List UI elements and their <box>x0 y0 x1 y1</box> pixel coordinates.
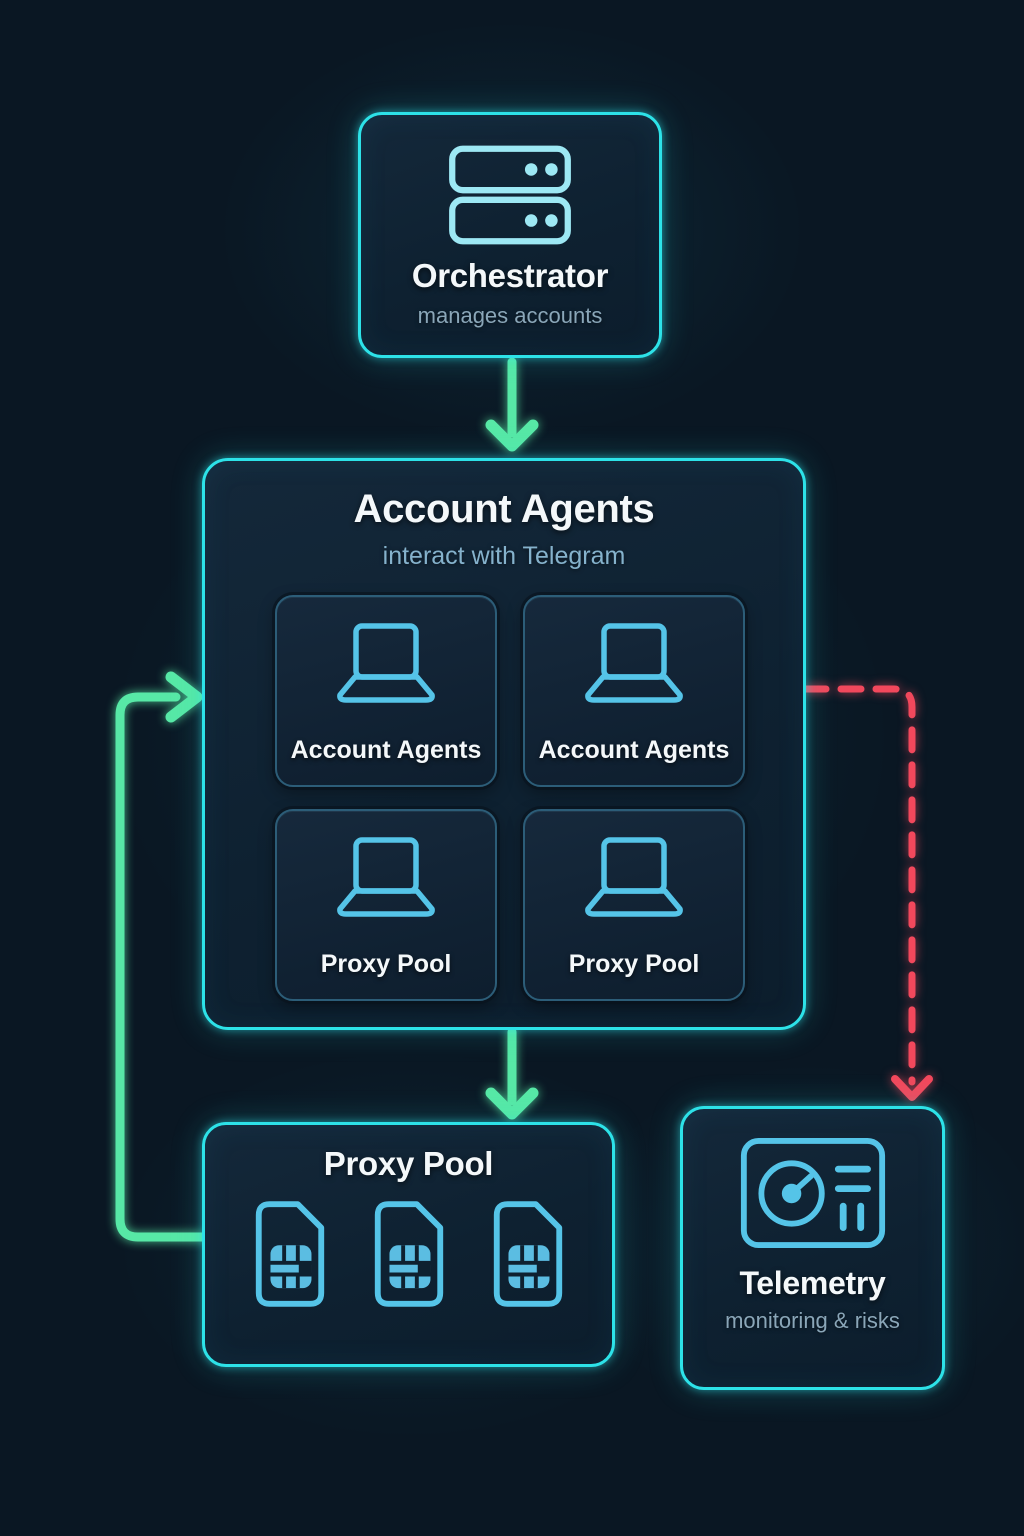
telemetry-node: Telemetry monitoring & risks <box>680 1106 945 1390</box>
proxy-pool-title: Proxy Pool <box>323 1145 494 1182</box>
agent-card-grid: Account Agents Account Agents Proxy Pool… <box>275 595 745 1001</box>
gauge-dashboard-icon <box>740 1137 885 1249</box>
arrow-proxy-pool-to-account-agents-feedback <box>115 671 207 1242</box>
laptop-icon <box>337 837 435 917</box>
agent-card-3: Proxy Pool <box>275 809 497 1001</box>
orchestrator-subtitle: manages accounts <box>417 303 603 328</box>
telemetry-title: Telemetry <box>739 1265 886 1301</box>
laptop-icon <box>585 837 683 917</box>
sim-card-icon <box>255 1201 324 1307</box>
agent-card-2: Account Agents <box>523 595 745 787</box>
agent-card-label: Account Agents <box>538 736 730 764</box>
agent-card-4: Proxy Pool <box>523 809 745 1001</box>
arrow-account-agents-to-telemetry-dashed <box>802 685 933 1101</box>
agent-card-1: Account Agents <box>275 595 497 787</box>
account-agents-title: Account Agents <box>353 487 655 531</box>
orchestrator-node: Orchestrator manages accounts <box>358 112 662 358</box>
agent-card-label: Account Agents <box>290 736 482 764</box>
arrow-orchestrator-to-account-agents <box>485 357 539 452</box>
account-agents-subtitle: interact with Telegram <box>382 542 626 570</box>
sim-card-icon <box>493 1201 562 1307</box>
telemetry-subtitle: monitoring & risks <box>725 1308 900 1333</box>
agent-card-label: Proxy Pool <box>320 950 452 978</box>
sim-row <box>249 1197 569 1311</box>
account-agents-node: Account Agents interact with Telegram Ac… <box>202 458 806 1030</box>
laptop-icon <box>337 623 435 703</box>
laptop-icon <box>585 623 683 703</box>
sim-card-icon <box>374 1201 443 1307</box>
server-icon <box>449 145 571 245</box>
proxy-pool-node: Proxy Pool <box>202 1122 615 1367</box>
agent-card-label: Proxy Pool <box>568 950 700 978</box>
arrow-account-agents-to-proxy-pool <box>485 1027 539 1120</box>
orchestrator-title: Orchestrator <box>411 257 609 294</box>
